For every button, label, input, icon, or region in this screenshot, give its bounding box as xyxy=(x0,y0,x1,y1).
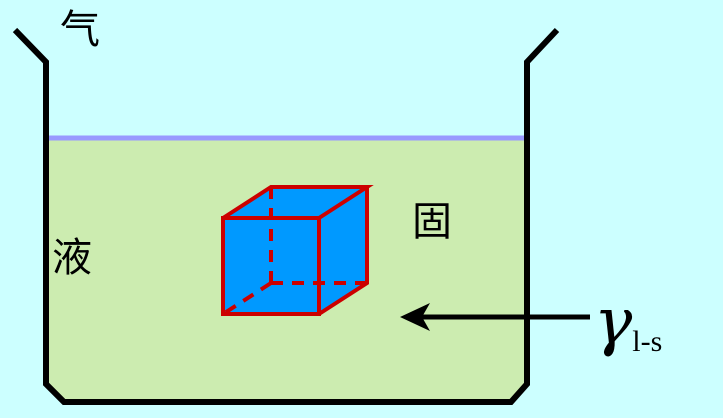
solid-cube xyxy=(221,185,374,316)
gas-label: 气 xyxy=(60,7,100,53)
gamma-symbol: γ xyxy=(594,285,633,359)
surface-tension-label: γl-s xyxy=(594,290,662,357)
cube-visible-edges xyxy=(221,185,374,316)
beaker-wall xyxy=(12,27,560,405)
interface-arrow xyxy=(400,303,590,331)
solid-label: 固 xyxy=(412,199,452,245)
gamma-subscript: l-s xyxy=(632,325,663,358)
liquid-label: 液 xyxy=(52,235,92,281)
